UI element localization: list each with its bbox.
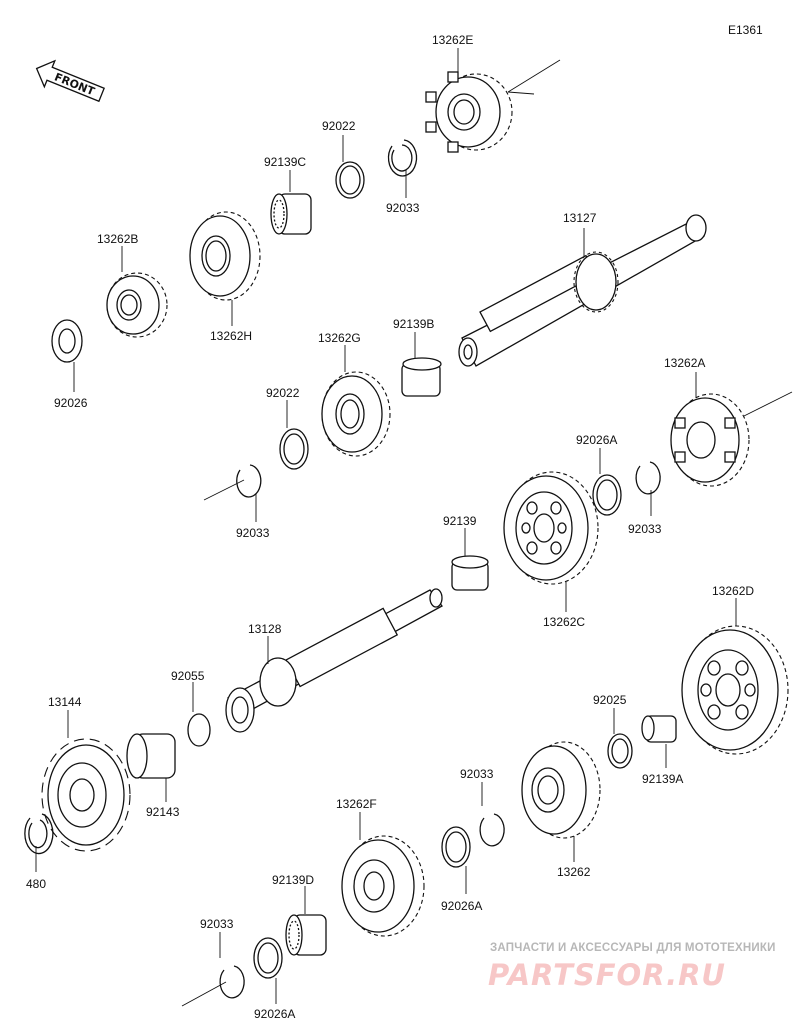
label-13127: 13127	[563, 211, 597, 225]
label-13262B: 13262B	[97, 232, 138, 246]
bearing-92139D[interactable]	[285, 914, 327, 956]
label-92143: 92143	[146, 805, 180, 819]
label-13262: 13262	[557, 865, 591, 879]
circlip-92033-top[interactable]	[387, 139, 418, 177]
gear-13262F[interactable]	[341, 835, 425, 937]
washer-92026[interactable]	[51, 319, 83, 363]
front-label: FRONT	[53, 70, 97, 98]
label-92026: 92026	[54, 396, 88, 410]
label-13144: 13144	[48, 695, 82, 709]
circlip-92033-low[interactable]	[479, 813, 505, 847]
circlip-92033-right[interactable]	[635, 461, 661, 495]
front-arrow-icon: FRONT	[35, 59, 105, 103]
gear-13262A[interactable]	[670, 393, 750, 487]
label-92055: 92055	[171, 669, 205, 683]
gear-13262C[interactable]	[503, 471, 599, 585]
gear-13262B[interactable]	[106, 272, 168, 338]
circlip-92033-bottom[interactable]	[219, 965, 245, 999]
label-92025: 92025	[593, 693, 627, 707]
label-92026A-low: 92026A	[441, 899, 482, 913]
label-13262D: 13262D	[712, 584, 754, 598]
shaft-13128[interactable]	[225, 588, 443, 733]
label-13262F: 13262F	[336, 797, 377, 811]
label-92022-top: 92022	[322, 119, 356, 133]
circlip-92033-mid[interactable]	[236, 464, 262, 498]
gear-13262D[interactable]	[681, 625, 789, 755]
diagram-code: E1361	[728, 23, 763, 37]
washer-92026A-low[interactable]	[441, 826, 471, 868]
label-13262C: 13262C	[543, 615, 585, 629]
label-92033-bottom: 92033	[200, 917, 234, 931]
washer-92026A-right[interactable]	[592, 474, 622, 516]
bushing-92139B[interactable]	[401, 357, 442, 397]
washer-92026A-bottom[interactable]	[253, 937, 283, 979]
label-92139D: 92139D	[272, 873, 314, 887]
watermark-brand: PARTSFOR.RU	[488, 958, 726, 992]
watermark-caption: ЗАПЧАСТИ И АКСЕССУАРЫ ДЛЯ МОТОТЕХНИКИ	[490, 942, 776, 954]
label-92139C: 92139C	[264, 155, 306, 169]
shaft-13127[interactable]	[458, 214, 707, 367]
label-92139A: 92139A	[642, 772, 683, 786]
label-13128: 13128	[248, 622, 282, 636]
gear-13262G[interactable]	[321, 371, 391, 457]
gear-13262H[interactable]	[189, 211, 261, 301]
washer-92022-top[interactable]	[335, 161, 365, 199]
washer-92022-mid[interactable]	[279, 428, 309, 470]
label-13262E: 13262E	[432, 33, 473, 47]
label-92033-right: 92033	[628, 522, 662, 536]
washer-92025[interactable]	[607, 733, 633, 769]
circlip-480[interactable]	[24, 813, 54, 855]
label-92139B: 92139B	[393, 317, 434, 331]
label-480: 480	[26, 877, 46, 891]
oring-92055[interactable]	[187, 713, 211, 747]
label-92033-low: 92033	[460, 767, 494, 781]
gear-13262E[interactable]	[425, 71, 513, 153]
label-92139: 92139	[443, 514, 477, 528]
label-92026A-bottom: 92026A	[254, 1007, 295, 1021]
bushing-92139A[interactable]	[641, 715, 677, 743]
bushing-92139[interactable]	[451, 555, 489, 591]
label-13262G: 13262G	[318, 331, 361, 345]
bearing-92139C[interactable]	[270, 193, 312, 235]
collar-92143[interactable]	[126, 733, 176, 779]
label-92033-top: 92033	[386, 201, 420, 215]
label-13262A: 13262A	[664, 356, 705, 370]
label-92022-mid: 92022	[266, 386, 300, 400]
label-92033-mid: 92033	[236, 526, 270, 540]
gear-13262[interactable]	[521, 741, 601, 839]
label-92026A-right: 92026A	[576, 433, 617, 447]
sprocket-13144[interactable]	[41, 738, 131, 852]
label-13262H: 13262H	[210, 329, 252, 343]
